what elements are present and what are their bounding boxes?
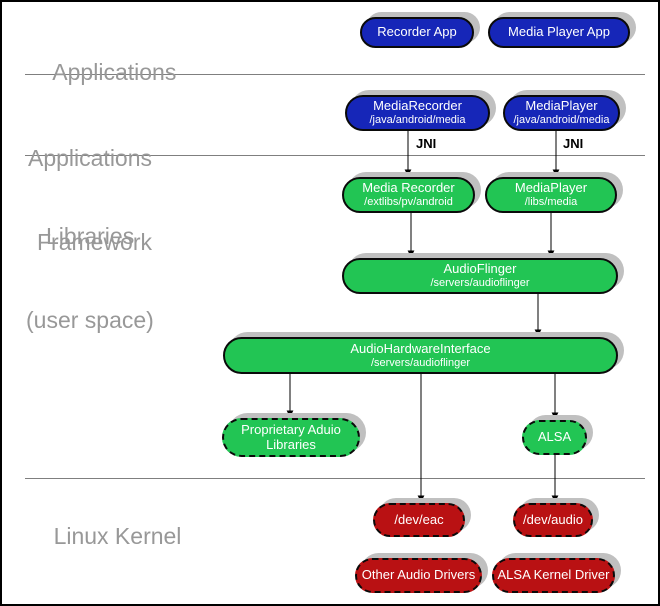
node-dev-eac: /dev/eac: [373, 503, 465, 537]
divider-applications-framework: [25, 74, 645, 75]
node-recorder-app: Recorder App: [360, 17, 474, 48]
libraries-label-line1: Libraries: [46, 223, 135, 249]
framework-label-line1: Applications: [28, 145, 153, 171]
node-dev-audio-label: /dev/audio: [523, 511, 583, 527]
node-alsa-kernel-driver: ALSA Kernel Driver: [492, 558, 615, 593]
node-mediaplayer-lib-path: /libs/media: [524, 196, 578, 209]
divider-framework-libraries: [25, 155, 645, 156]
layer-label-applications: Applications: [28, 30, 176, 114]
node-alsa: ALSA: [522, 420, 587, 455]
node-dev-audio: /dev/audio: [513, 503, 593, 537]
node-proprietary-audio-line2: Libraries: [266, 436, 316, 452]
layer-label-linux-kernel: Linux Kernel: [28, 494, 182, 578]
node-proprietary-audio-line1: Proprietary Aduio: [241, 421, 341, 437]
node-audioflinger-path: /servers/audioflinger: [430, 277, 530, 290]
node-audioflinger: AudioFlinger /servers/audioflinger: [342, 258, 618, 294]
node-mediarecorder-framework-title: MediaRecorder: [373, 98, 462, 114]
node-dev-eac-label: /dev/eac: [394, 511, 444, 527]
libraries-label-line2: (user space): [26, 307, 154, 333]
node-media-recorder-lib: Media Recorder /extlibs/pv/android: [342, 177, 475, 213]
divider-libraries-kernel: [25, 478, 645, 479]
node-media-player-app-label: Media Player App: [508, 24, 610, 40]
node-mediaplayer-framework-path: /java/android/media: [513, 114, 610, 127]
node-media-recorder-lib-path: /extlibs/pv/android: [364, 196, 453, 209]
node-other-audio-drivers-label: Other Audio Drivers: [361, 567, 476, 583]
node-recorder-app-label: Recorder App: [377, 24, 457, 40]
kernel-label-text: Linux Kernel: [53, 523, 182, 549]
node-media-player-app: Media Player App: [488, 17, 630, 48]
node-audiohardwareinterface: AudioHardwareInterface /servers/audiofli…: [223, 337, 618, 374]
node-mediarecorder-framework: MediaRecorder /java/android/media: [345, 95, 490, 131]
node-audiohardwareinterface-title: AudioHardwareInterface: [350, 340, 491, 356]
node-audioflinger-title: AudioFlinger: [443, 261, 517, 277]
layer-label-libraries: Libraries (user space): [26, 166, 154, 390]
node-mediarecorder-framework-path: /java/android/media: [369, 114, 466, 127]
node-audiohardwareinterface-path: /servers/audioflinger: [370, 356, 471, 369]
node-other-audio-drivers: Other Audio Drivers: [355, 558, 482, 593]
node-mediaplayer-framework-title: MediaPlayer: [525, 98, 598, 114]
node-media-recorder-lib-title: Media Recorder: [362, 180, 455, 196]
node-mediaplayer-lib-title: MediaPlayer: [514, 180, 588, 196]
framework-label-line2: Framework: [37, 229, 153, 255]
jni-label-left: JNI: [416, 136, 437, 151]
node-alsa-label: ALSA: [537, 429, 572, 445]
node-mediaplayer-lib: MediaPlayer /libs/media: [485, 177, 617, 213]
layer-label-applications-framework: Applications Framework: [28, 88, 152, 312]
jni-label-right: JNI: [563, 136, 584, 151]
node-alsa-kernel-driver-label: ALSA Kernel Driver: [497, 567, 610, 583]
node-proprietary-audio-libraries: Proprietary Aduio Libraries: [222, 418, 360, 457]
layer-label-applications-text: Applications: [52, 59, 177, 85]
node-mediaplayer-framework: MediaPlayer /java/android/media: [503, 95, 620, 131]
